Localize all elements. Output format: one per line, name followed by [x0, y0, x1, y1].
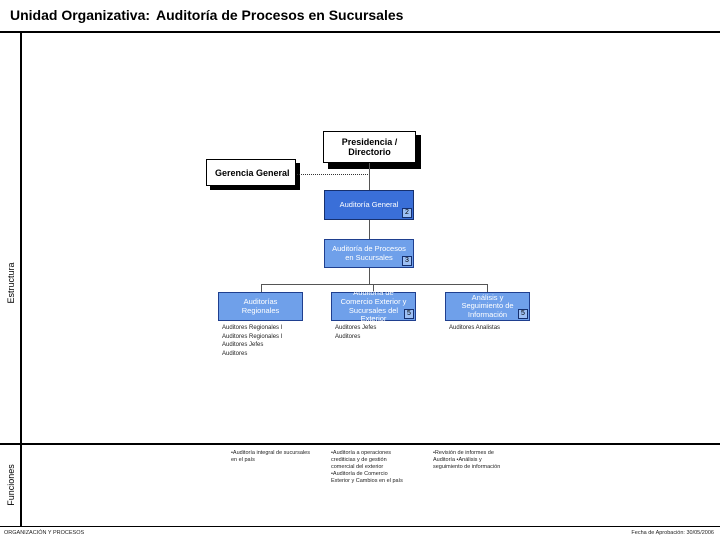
procesos-label: Auditoría de Procesos en Sucursales	[332, 243, 406, 262]
role-item: Auditores	[222, 350, 248, 357]
child-box-analisis: Análisis y Seguimiento de Información 5	[445, 292, 530, 321]
footer-left: ORGANIZACIÓN Y PROCESOS	[4, 530, 85, 536]
connector-child-1	[261, 284, 262, 292]
connector-mid	[369, 220, 370, 239]
child-box-regionales: Auditorías Regionales	[218, 292, 303, 321]
gerencia-connector	[297, 174, 368, 175]
structure-label: Estructura	[6, 262, 16, 304]
roles-analisis: Auditores Analistas	[449, 324, 500, 333]
role-item: Auditores	[335, 333, 361, 340]
child-label-regionales: Auditorías Regionales	[241, 296, 280, 315]
connector-down	[369, 268, 370, 284]
child-label-analisis: Análisis y Seguimiento de Información	[461, 292, 514, 319]
connector-horizontal	[261, 284, 488, 285]
child-num-comercio: 5	[404, 309, 414, 319]
roles-regionales: Auditores Regionales I Auditores Regiona…	[222, 324, 282, 358]
roles-comercio: Auditores Jefes Auditores	[335, 324, 376, 341]
role-item: Auditores Regionales I	[222, 333, 283, 340]
connector-top	[369, 163, 370, 190]
auditoria-general-box: Auditoría General 2	[324, 190, 414, 220]
function-comercio: •Auditoría a operaciones crediticias y d…	[331, 450, 403, 484]
auditoria-general-num: 2	[402, 208, 412, 218]
presidencia-box: Presidencia / Directorio	[323, 131, 416, 163]
footer-right: Fecha de Aprobación: 30/05/2006	[631, 530, 714, 536]
child-label-comercio: Auditoría de Comercio Exterior y Sucursa…	[340, 288, 407, 324]
gerencia-box: Gerencia General	[206, 159, 296, 186]
functions-divider	[0, 443, 720, 445]
function-regionales: •Auditoría integral de sucursales en el …	[231, 450, 310, 463]
sidebar-divider	[20, 31, 22, 527]
procesos-box: Auditoría de Procesos en Sucursales 3	[324, 239, 414, 268]
role-item: Auditores Jefes	[335, 325, 377, 331]
role-item: Auditores Analistas	[449, 325, 501, 331]
function-analisis: •Revisión de informes de Auditoría •Anál…	[433, 450, 501, 470]
child-box-comercio: Auditoría de Comercio Exterior y Sucursa…	[331, 288, 416, 324]
auditoria-general-label: Auditoría General	[339, 199, 399, 209]
connector-child-3	[487, 284, 488, 292]
procesos-num: 3	[402, 256, 412, 266]
role-item: Auditores Jefes	[222, 342, 264, 348]
unit-label: Unidad Organizativa:	[10, 7, 151, 23]
child-num-analisis: 5	[518, 309, 528, 319]
unit-name: Auditoría de Procesos en Sucursales	[156, 7, 404, 23]
footer-divider	[0, 526, 720, 527]
functions-label: Funciones	[6, 464, 16, 506]
header-divider	[0, 31, 720, 33]
role-item: Auditores Regionales I	[222, 325, 283, 331]
connector-child-2	[373, 284, 374, 292]
